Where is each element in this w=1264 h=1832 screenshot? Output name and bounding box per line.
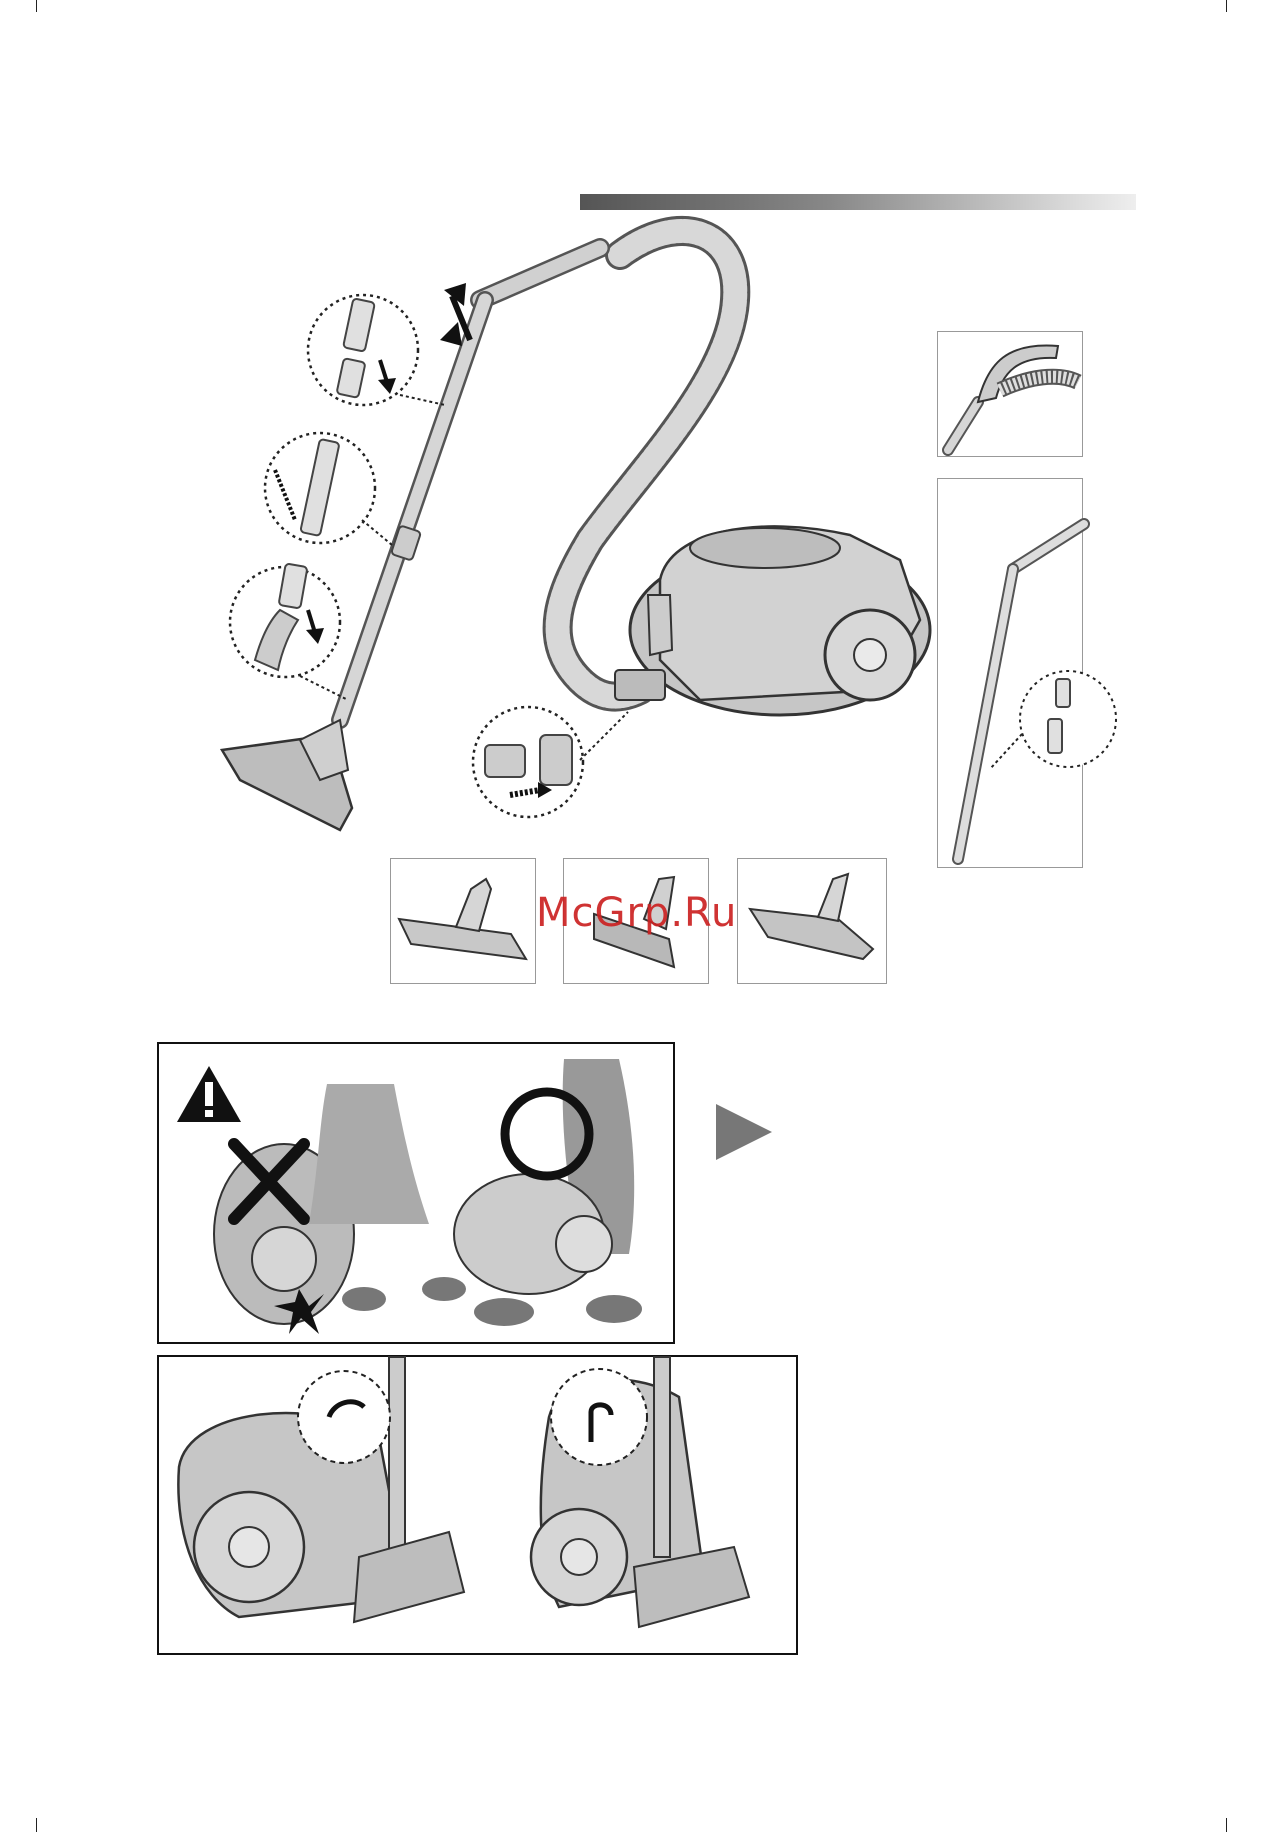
telescopic-pipe-illustration bbox=[938, 479, 1084, 869]
storage-frame bbox=[157, 1355, 798, 1655]
play-arrow-icon bbox=[716, 1104, 772, 1160]
warning-carry-illustration bbox=[159, 1044, 677, 1346]
hose-handle-illustration bbox=[938, 332, 1084, 458]
floor-brush-illustration bbox=[391, 859, 537, 985]
floor-brush-inset bbox=[390, 858, 536, 984]
crop-mark bbox=[36, 1818, 37, 1832]
hose-handle-inset bbox=[937, 331, 1083, 457]
combination-brush-illustration bbox=[738, 859, 888, 985]
telescopic-pipe-inset bbox=[937, 478, 1083, 868]
carry-warning-frame bbox=[157, 1042, 675, 1344]
crop-mark bbox=[1226, 1818, 1227, 1832]
parking-position-illustration bbox=[159, 1357, 800, 1657]
watermark: McGrp.Ru bbox=[536, 890, 736, 936]
combination-brush-inset bbox=[737, 858, 887, 984]
